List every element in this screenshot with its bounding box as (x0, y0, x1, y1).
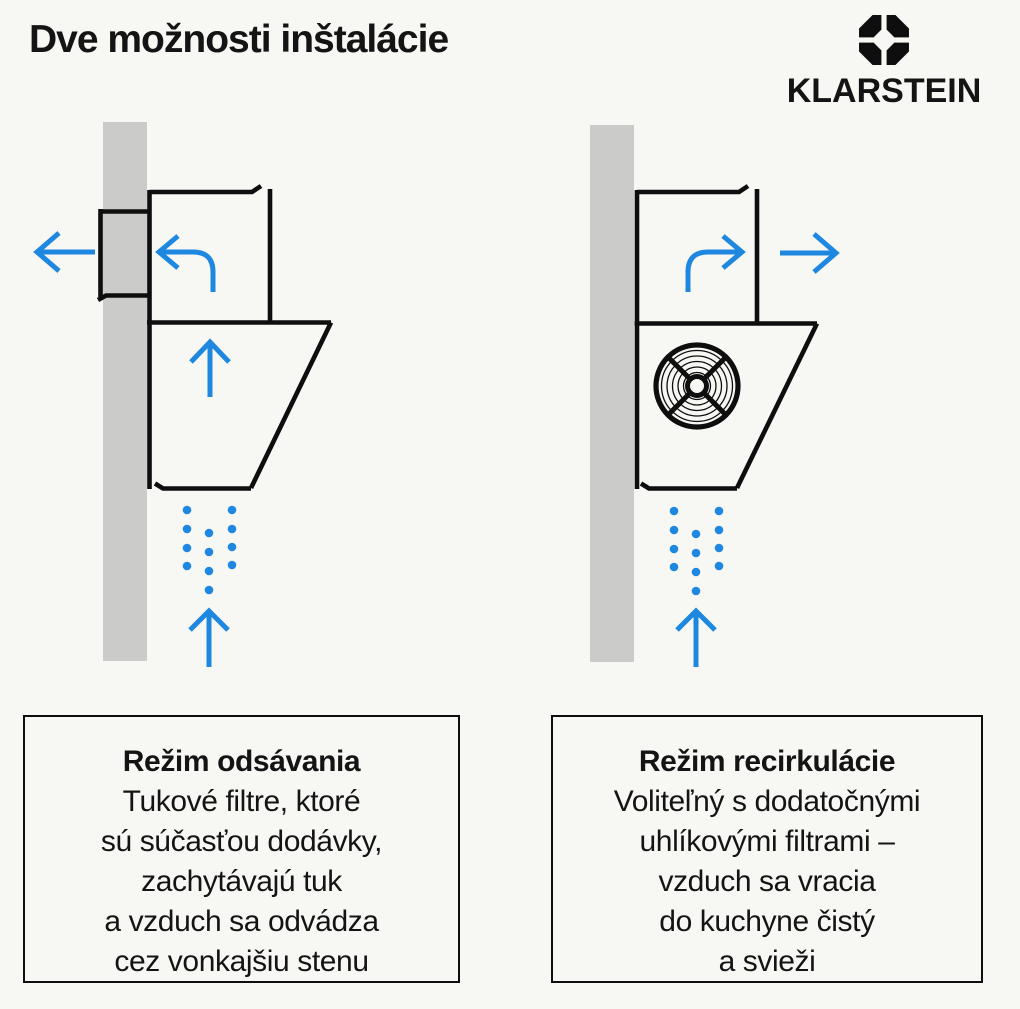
panel-text-line: uhlíkovými filtrami – (639, 825, 895, 858)
extraction-mode-panel: Režim odsávania Tukové filtre, ktoré sú … (23, 715, 460, 983)
fan-icon (653, 342, 741, 430)
arrow-left-icon (33, 231, 95, 273)
panel-text-line: Voliteľný s dodatočnými (613, 785, 921, 818)
hood-outline (634, 190, 820, 491)
brand-name: KLARSTEIN (786, 72, 982, 110)
panel-text-line: vzduch sa vracia (658, 865, 876, 898)
panel-text-line: a vzduch sa odvádza (104, 905, 379, 938)
extraction-diagram (33, 122, 334, 667)
wall (590, 125, 634, 662)
wall (103, 122, 147, 661)
panel-text-line: do kuchyne čistý (659, 905, 875, 938)
curved-arrow-left-icon (155, 234, 216, 292)
wall-duct-outlet (96, 209, 149, 303)
recirculation-diagram (590, 125, 840, 667)
brand-block: KLARSTEIN (744, 14, 1020, 111)
hood-outline (147, 190, 334, 491)
airflow-dots (669, 506, 724, 596)
chimney-outline (149, 184, 273, 322)
panel-text-line: cez vonkajšiu stenu (114, 945, 369, 978)
panel-text-line: sú súčasťou dodávky, (100, 825, 383, 858)
curved-arrow-right-icon (685, 234, 746, 292)
intake-arrow-up-icon (188, 607, 230, 667)
arrow-up-icon (189, 338, 231, 397)
arrow-right-icon (780, 232, 840, 274)
chimney-outline (637, 184, 760, 323)
klarstein-logo-icon (858, 14, 910, 66)
airflow-dots (182, 505, 237, 595)
page-title: Dve možnosti inštalácie (29, 18, 449, 61)
intake-arrow-up-icon (675, 607, 717, 667)
panel-title: Režim recirkulácie (638, 745, 896, 778)
panel-title: Režim odsávania (122, 745, 361, 778)
panel-text-line: zachytávajú tuk (141, 865, 342, 898)
panel-text-line: Tukové filtre, ktoré (122, 785, 361, 818)
panel-text-line: a svieži (718, 945, 816, 978)
recirculation-mode-panel: Režim recirkulácie Voliteľný s dodatočný… (551, 715, 983, 983)
